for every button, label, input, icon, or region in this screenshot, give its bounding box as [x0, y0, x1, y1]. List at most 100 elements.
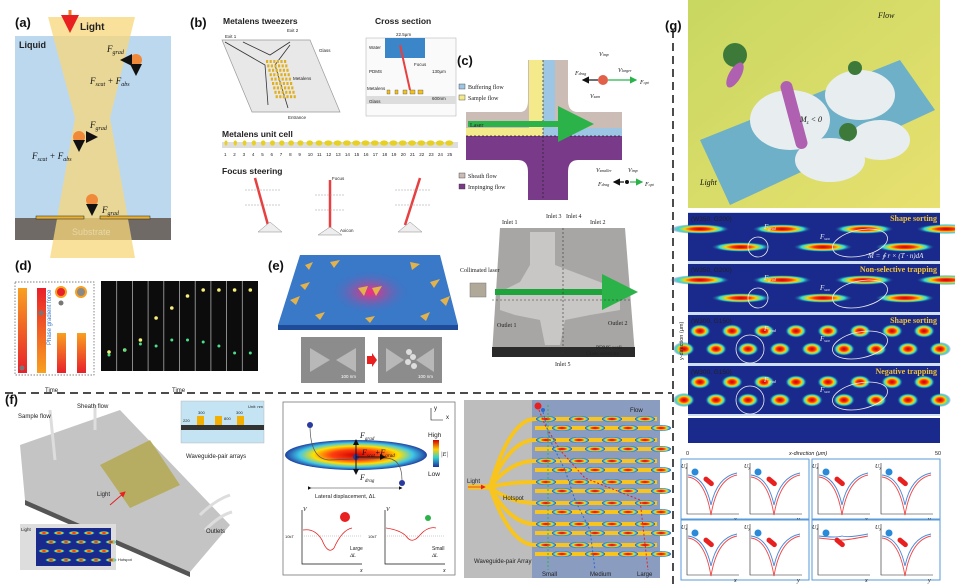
svg-text:100 nm: 100 nm [418, 374, 433, 379]
unit-cell-pillar [315, 140, 323, 146]
rod-particle [766, 476, 777, 487]
metalens-pillar [278, 90, 281, 94]
field-hotspot [737, 342, 759, 356]
metalens-pillar [269, 73, 272, 77]
strip-title: Shape sorting [890, 316, 937, 325]
hotspot [602, 458, 622, 464]
unit-cell-pillar [233, 140, 237, 146]
f: F [763, 223, 769, 231]
f: F [763, 274, 769, 282]
unit-cell-pillar [361, 140, 370, 146]
unit-cell-number: 17 [373, 152, 379, 157]
axis-label-u: Ux [812, 464, 818, 470]
metalens-pillar [273, 60, 276, 63]
f-grad-label: Fgrad [763, 325, 777, 333]
hotspot [569, 458, 589, 464]
substrate-label: Substrate [72, 227, 111, 237]
hotspot [585, 488, 605, 494]
sphere-particle [691, 468, 699, 476]
hotspot [585, 551, 605, 557]
waveguide [535, 438, 657, 442]
unit-cell-pillar [398, 140, 407, 146]
potential-curve-rod [687, 474, 738, 516]
sub: grad [768, 277, 777, 282]
potential-curve-sphere [687, 472, 738, 506]
panel-c: (c) Laser Buffering flow Sample flow She… [457, 52, 655, 368]
large-particle-path [538, 409, 649, 571]
svg-text:Vimp: Vimp [599, 52, 609, 58]
rod-particle [703, 537, 714, 548]
svg-text:Fopt: Fopt [639, 80, 650, 86]
potential-curve-rod [818, 474, 869, 516]
svg-text:Inlet 1: Inlet 1 [502, 220, 518, 226]
metalens-pillar [278, 77, 281, 81]
sphere-particle [822, 529, 830, 537]
metalens-pillar [276, 60, 279, 63]
field-strip [688, 264, 940, 312]
svg-text:Hotspot: Hotspot [503, 496, 524, 502]
rod-particle-outline [832, 381, 888, 411]
hotspot [602, 437, 622, 443]
hotspot [569, 542, 589, 548]
field-strip [688, 213, 940, 261]
unit-cell-pillar [297, 140, 304, 146]
cross-section-inset [180, 400, 265, 444]
sub: sca [824, 287, 829, 292]
hotspot [618, 530, 638, 536]
trapped-particle-outline [735, 334, 765, 364]
impinging-flow-region [466, 136, 622, 200]
legend-buffering-flow: Buffering flow [468, 84, 504, 91]
hotspot [536, 437, 556, 443]
svg-text:130μm: 130μm [432, 69, 446, 74]
field-hotspot [689, 375, 711, 389]
svg-text:600nm: 600nm [432, 96, 446, 101]
hotspot [90, 558, 102, 562]
svg-text:Inlet 4: Inlet 4 [566, 214, 582, 220]
hotspot [651, 425, 671, 431]
u: U [681, 525, 686, 531]
unit-cell-pillar [288, 140, 294, 146]
metalens-pillar [293, 95, 296, 99]
hotspot [569, 500, 589, 506]
svg-text:y: y [434, 406, 437, 412]
metalens-pillar [287, 73, 290, 77]
panel-label-d: (d) [15, 258, 32, 273]
svg-text:Fdrag: Fdrag [597, 182, 609, 188]
svg-text:Entrance: Entrance [288, 115, 307, 120]
field-hotspot [801, 393, 823, 407]
unit-cell-number: 7 [280, 152, 283, 157]
svg-text:Lateral displacement, ΔL: Lateral displacement, ΔL [315, 494, 376, 500]
field-hotspot [929, 342, 951, 356]
hotspot [602, 542, 622, 548]
potential-curve-rod [881, 535, 932, 577]
legend-sheath-flow: Sheath flow [468, 173, 497, 180]
fluorescent-particle [123, 348, 127, 352]
unit-cell-number: 6 [271, 152, 274, 157]
metalens-pillar [292, 90, 295, 94]
svg-text:0: 0 [686, 451, 689, 457]
unit-cell-pillar [370, 140, 379, 146]
metalens-pillar [282, 68, 285, 72]
potential-plot-box [811, 519, 941, 581]
sub: y [878, 465, 881, 470]
hotspot [45, 540, 57, 544]
unit-cell-number: 3 [243, 152, 246, 157]
unit-cell-number: 5 [261, 152, 264, 157]
field-hotspot [801, 342, 823, 356]
svg-text:Vsam: Vsam [590, 94, 600, 100]
svg-text:Waveguide-pair Array: Waveguide-pair Array [474, 559, 531, 565]
field-hotspot [769, 393, 791, 407]
metalens-pillar [273, 86, 276, 90]
potential-curve-rod [881, 474, 932, 516]
u: U [812, 464, 817, 470]
svg-text:Fgrad: Fgrad [359, 431, 375, 442]
rod-particle [766, 537, 777, 548]
metalens-pillar [286, 95, 289, 99]
plot-axes [880, 524, 933, 576]
metalens-pillar [279, 82, 282, 85]
unit-cell-pillar [224, 140, 228, 146]
field-hotspot [737, 393, 759, 407]
metalens-pillar [280, 60, 283, 63]
plot-axes [749, 524, 802, 576]
